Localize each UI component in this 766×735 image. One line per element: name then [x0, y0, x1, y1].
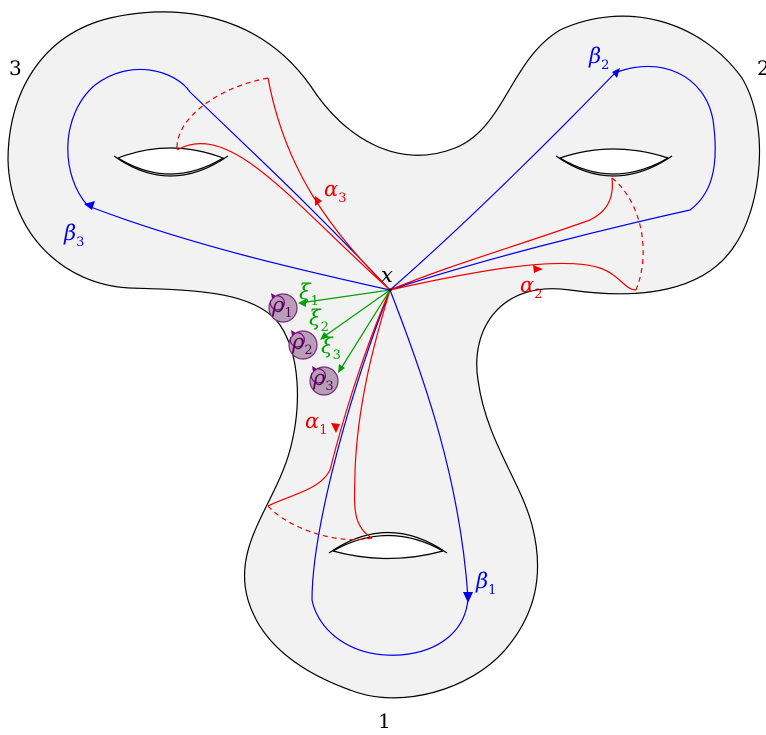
xi-3-arrowhead: [338, 364, 345, 373]
alpha-3-label: α3: [324, 177, 346, 206]
puncture-rho-3: [309, 366, 339, 396]
hole-2: [555, 148, 673, 177]
alpha-2-label: α2: [520, 273, 542, 302]
xi-1-arrowhead: [298, 299, 306, 307]
beta-1-arrowhead: [463, 592, 473, 603]
alpha-3-hidden-arc: [176, 77, 269, 151]
rho-2-label: ρ2: [291, 330, 313, 358]
rho-3-label: ρ3: [312, 366, 334, 394]
puncture-rho-1: [268, 293, 298, 323]
alpha-2-return: [389, 177, 613, 291]
alpha-1-loop: [267, 289, 391, 507]
alpha-1-label: α1: [305, 409, 327, 438]
beta-3-arrowhead: [84, 201, 95, 210]
hole-3: [113, 147, 229, 177]
alpha-3-return: [176, 143, 391, 291]
beta-1-label: β1: [475, 569, 496, 598]
surface-outline: [7, 11, 761, 699]
alpha-1-arrowhead: [331, 423, 340, 433]
puncture-rho-2: [288, 330, 318, 360]
beta-1-loop: [311, 289, 469, 656]
alpha-3-loop: [267, 77, 391, 291]
xi-2-path: [321, 289, 391, 339]
beta-2-arrowhead: [612, 68, 620, 78]
beta-3-loop: [67, 69, 391, 291]
base-point-dot: [388, 288, 392, 292]
xi-2-arrowhead: [320, 332, 329, 340]
alpha-2-arrowhead: [533, 265, 543, 273]
alpha-1-hidden-arc: [267, 505, 373, 541]
xi-2-label: ξ2: [309, 306, 329, 335]
hole-1: [328, 531, 448, 560]
xi-1-label: ξ1: [299, 280, 319, 309]
xi-3-label: ξ3: [321, 334, 341, 363]
beta-3-label: β3: [63, 221, 84, 250]
xi-1-path: [299, 289, 391, 304]
end-label-2: 2: [757, 56, 766, 80]
beta-2-label: β2: [588, 44, 609, 73]
alpha-3-arrowhead: [315, 196, 322, 206]
alpha-2-loop: [389, 262, 637, 291]
beta-2-loop: [389, 65, 716, 291]
base-point-label: x: [381, 263, 393, 287]
alpha-2-hidden-arc: [611, 177, 644, 291]
end-label-1: 1: [378, 709, 391, 733]
xi-3-path: [339, 289, 391, 371]
rho-1-label: ρ1: [271, 293, 293, 321]
alpha-1-return: [353, 289, 391, 539]
end-label-3: 3: [9, 56, 22, 80]
